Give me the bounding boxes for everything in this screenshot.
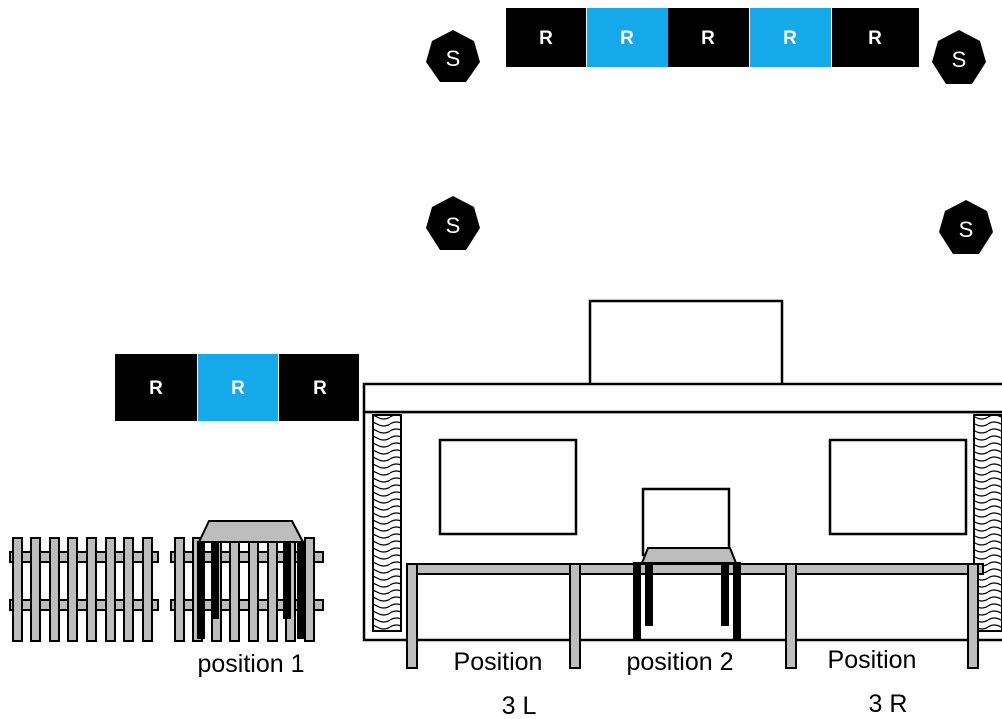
post: [967, 563, 979, 669]
receiver-row-side: R R R: [115, 354, 359, 421]
building: [362, 299, 1002, 642]
door: [641, 487, 731, 557]
receiver-label: R: [868, 28, 882, 49]
speaker-heptagon: [932, 30, 986, 84]
table-leg: [297, 541, 305, 639]
speaker-mid-left: S: [426, 196, 480, 250]
fence-picket: [30, 537, 41, 642]
window-right: [828, 438, 968, 536]
pillar-left: [372, 414, 402, 632]
fence-picket: [248, 537, 259, 642]
receiver-box: [279, 354, 359, 421]
receiver-top-5: R: [832, 8, 919, 67]
label-position-1: position 1: [197, 650, 304, 678]
stage-beam: [406, 563, 984, 575]
speaker-label: S: [446, 213, 461, 238]
receiver-side-1: R: [115, 354, 197, 421]
fence-rail: [9, 599, 159, 611]
label-position-2: position 2: [626, 648, 733, 676]
receiver-box: [750, 8, 831, 67]
fence-picket: [49, 537, 60, 642]
table-top: [640, 547, 738, 564]
speaker-label: S: [952, 47, 967, 72]
receiver-label: R: [701, 28, 715, 49]
receiver-top-4: R: [750, 8, 831, 67]
post: [569, 563, 581, 669]
speaker-top-left: S: [426, 30, 480, 82]
fence-picket: [67, 537, 78, 642]
receiver-label: R: [783, 28, 797, 49]
receiver-box: [587, 8, 668, 67]
fence-picket: [267, 537, 278, 642]
fence-left: [9, 537, 159, 642]
table-leg: [645, 562, 653, 626]
receiver-box: [506, 8, 586, 67]
receiver-row-top: R R R R R: [506, 8, 919, 67]
receiver-label: R: [539, 28, 553, 49]
window-left: [438, 438, 578, 536]
table-leg: [283, 541, 291, 619]
table-top: [197, 520, 305, 543]
table-leg: [633, 562, 641, 640]
speaker-top-right: S: [932, 30, 986, 84]
receiver-label: R: [231, 378, 245, 399]
table-leg: [721, 562, 729, 626]
receiver-side-3: R: [279, 354, 359, 421]
speaker-label: S: [446, 46, 461, 71]
fence-picket: [105, 537, 116, 642]
table-position-1: [197, 520, 305, 639]
post: [406, 563, 418, 669]
label-position-3r-line1: Position: [828, 646, 917, 674]
fence-rail: [170, 599, 324, 611]
speaker-heptagon: [426, 196, 480, 250]
receiver-box: [668, 8, 749, 67]
roof-beam: [362, 382, 1002, 414]
fence-picket: [142, 537, 153, 642]
speaker-mid-right: S: [939, 200, 993, 254]
receiver-label: R: [620, 28, 634, 49]
table-leg: [211, 541, 219, 619]
fence-picket: [229, 537, 240, 642]
speaker-heptagon: [426, 30, 480, 82]
receiver-box: [832, 8, 919, 67]
fence-picket: [304, 537, 315, 642]
roof-box: [588, 299, 784, 389]
receiver-top-1: R: [506, 8, 586, 67]
speaker-label: S: [959, 217, 974, 242]
receiver-label: R: [149, 378, 163, 399]
receiver-top-2: R: [587, 8, 668, 67]
receiver-label: R: [313, 378, 327, 399]
table-leg: [197, 541, 205, 639]
fence-picket: [12, 537, 23, 642]
receiver-top-3: R: [668, 8, 749, 67]
receiver-side-2: R: [198, 354, 278, 421]
speaker-heptagon: [939, 200, 993, 254]
receiver-box: [198, 354, 278, 421]
fence-picket: [86, 537, 97, 642]
post: [785, 563, 797, 669]
receiver-box: [115, 354, 197, 421]
fence-rail: [9, 551, 159, 563]
label-position-3r-line2: 3 R: [869, 690, 908, 718]
stage-platform: [406, 563, 984, 669]
label-position-3l-line2: 3 L: [502, 692, 537, 719]
table-leg: [733, 562, 741, 640]
fence-picket: [174, 537, 185, 642]
label-position-3l-line1: Position: [454, 648, 543, 676]
fence-picket: [123, 537, 134, 642]
table-center: [633, 547, 741, 640]
fence-rail: [170, 551, 324, 563]
